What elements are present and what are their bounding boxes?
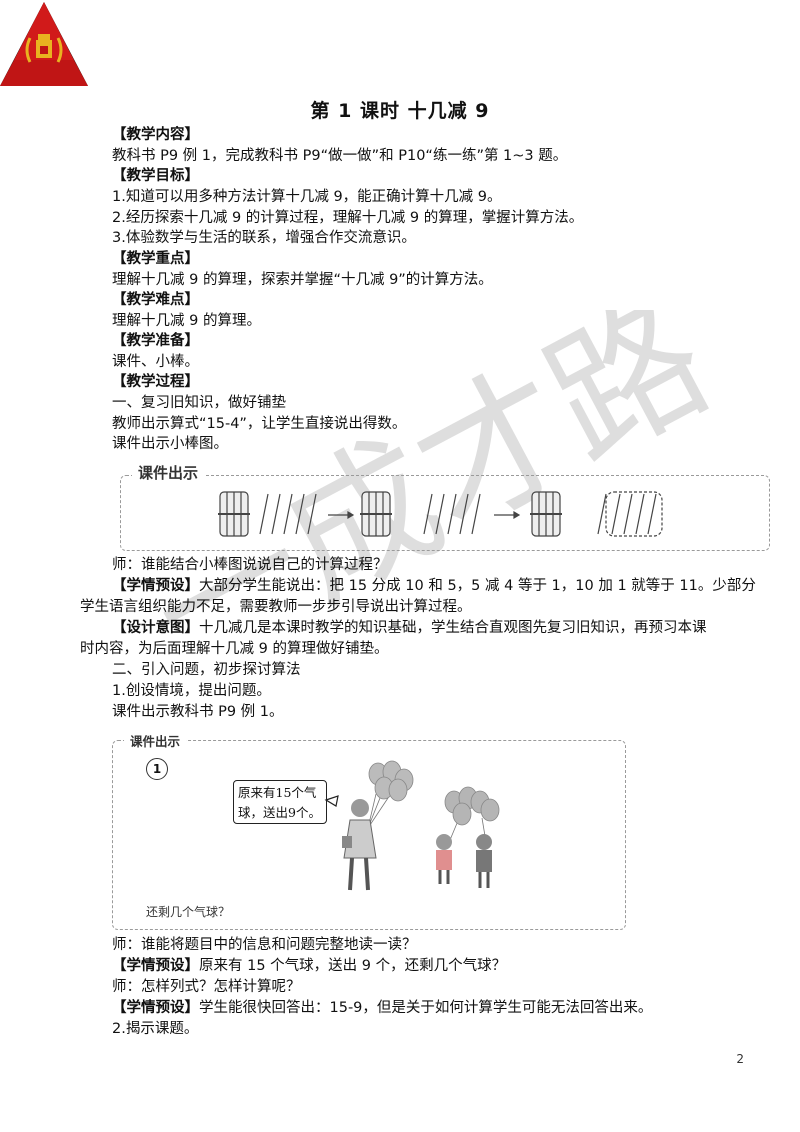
teacher-question-2: 师：谁能将题目中的信息和问题完整地读一读？ — [112, 937, 417, 953]
heading-difficult: 【教学难点】 — [112, 292, 199, 308]
heading-process: 【教学过程】 — [112, 374, 199, 390]
preset-1-line-a: 【学情预设】大部分学生能说出：把 15 分成 10 和 5，5 减 4 等于 1… — [112, 578, 756, 594]
preset-1-line-b: 学生语言组织能力不足，需要教师一步步引导说出计算过程。 — [80, 599, 472, 615]
goal-3: 3.体验数学与生活的联系，增强合作交流意识。 — [112, 230, 416, 246]
heading-goals: 【教学目标】 — [112, 168, 199, 184]
goal-2: 2.经历探索十几减 9 的计算过程，理解十几减 9 的算理，掌握计算方法。 — [112, 210, 584, 226]
content-text: 教科书 P9 例 1，完成教科书 P9“做一做”和 P10“练一练”第 1~3 … — [112, 148, 568, 164]
speech-bubble: 原来有15个气 球，送出9个。 — [233, 780, 327, 824]
prep-text: 课件、小棒。 — [112, 354, 199, 370]
goal-1: 1.知道可以用多种方法计算十几减 9，能正确计算十几减 9。 — [112, 189, 502, 205]
design-line-a: 【设计意图】十几减几是本课时教学的知识基础，学生结合直观图先复习旧知识，再预习本… — [112, 620, 707, 636]
para-1: 教师出示算式“15-4”，让学生直接说出得数。 — [112, 416, 407, 432]
balloon-illustration — [324, 760, 500, 891]
sticks-illustration — [218, 491, 663, 537]
example-number: 1 — [146, 758, 168, 780]
preset-3: 【学情预设】学生能很快回答出：15-9，但是关于如何计算学生可能无法回答出来。 — [112, 1000, 653, 1016]
courseware-box-balloons — [112, 740, 626, 930]
school-logo — [0, 2, 88, 86]
para-3: 1.创设情境，提出问题。 — [112, 683, 271, 699]
box-label: 课件出示 — [132, 462, 205, 483]
heading-prep: 【教学准备】 — [112, 333, 199, 349]
teacher-question-3: 师：怎样列式？怎样计算呢？ — [112, 979, 301, 995]
box-question: 还剩几个气球？ — [146, 905, 231, 919]
key-text: 理解十几减 9 的算理，探索并掌握“十几减 9”的计算方法。 — [112, 272, 493, 288]
heading-content: 【教学内容】 — [112, 127, 199, 143]
step-1: 一、复习旧知识，做好铺垫 — [112, 395, 286, 411]
page-number: 2 — [736, 1052, 744, 1066]
box-label: 课件出示 — [124, 731, 187, 750]
courseware-box-sticks — [120, 475, 770, 551]
difficult-text: 理解十几减 9 的算理。 — [112, 313, 261, 329]
page-title: 第 1 课时 十几减 9 — [310, 100, 490, 122]
para-5: 2.揭示课题。 — [112, 1021, 199, 1037]
heading-key: 【教学重点】 — [112, 251, 199, 267]
para-2: 课件出示小棒图。 — [112, 436, 228, 452]
para-4: 课件出示教科书 P9 例 1。 — [112, 704, 284, 720]
preset-2: 【学情预设】原来有 15 个气球，送出 9 个，还剩几个气球？ — [112, 958, 507, 974]
teacher-question-1: 师：谁能结合小棒图说说自己的计算过程？ — [112, 557, 388, 573]
design-line-b: 时内容，为后面理解十几减 9 的算理做好铺垫。 — [80, 641, 389, 657]
step-2: 二、引入问题，初步探讨算法 — [112, 662, 301, 678]
